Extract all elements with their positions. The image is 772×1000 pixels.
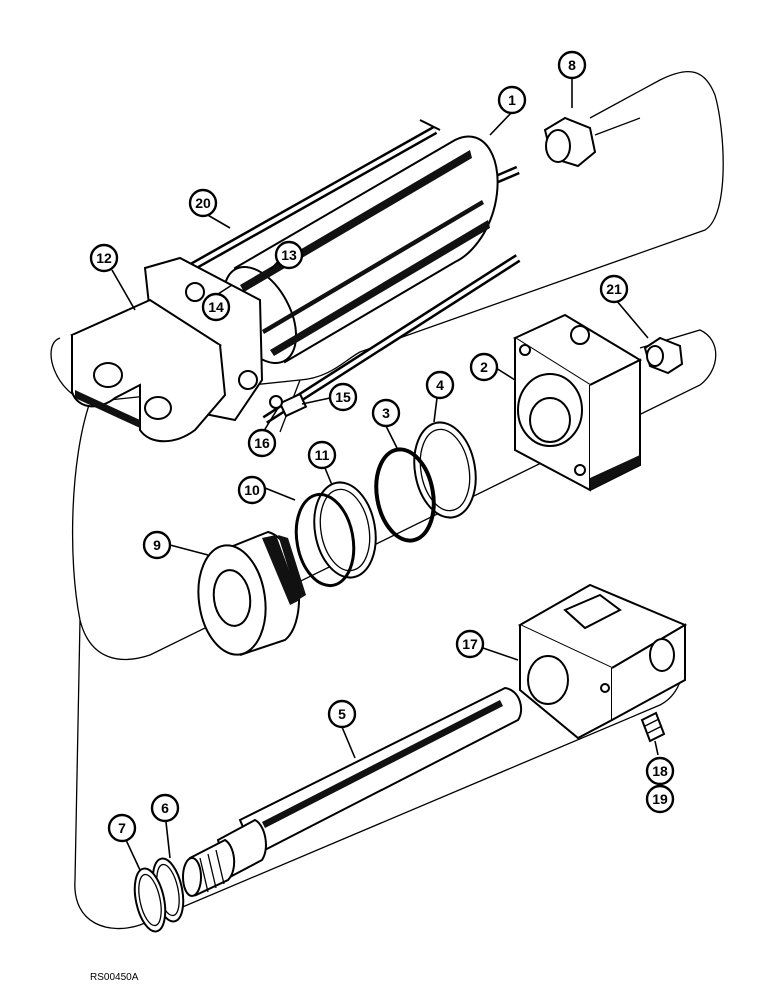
svg-text:20: 20 [195,195,211,211]
callout-5: 5 [327,699,357,729]
callout-14: 14 [201,292,231,322]
callout-7: 7 [107,813,137,843]
svg-text:18: 18 [652,763,668,779]
set-screw-18 [640,711,666,743]
seal-rings [294,421,477,588]
callout-3: 3 [371,398,401,428]
rod-rings [133,857,185,933]
callout-2: 2 [469,352,499,382]
hex-nut-8 [543,116,641,168]
svg-text:19: 19 [652,791,668,807]
callout-6: 6 [150,793,180,823]
svg-text:5: 5 [338,706,346,722]
callout-19: 19 [645,784,675,814]
callout-13: 13 [274,240,304,270]
svg-text:16: 16 [254,435,270,451]
gland-block-2 [512,313,643,492]
svg-text:10: 10 [244,482,260,498]
hex-nut-21 [643,336,684,375]
svg-text:12: 12 [96,250,112,266]
svg-text:9: 9 [153,537,161,553]
svg-text:7: 7 [118,820,126,836]
callout-12: 12 [89,243,119,273]
svg-text:4: 4 [436,377,444,393]
rod-clevis-17 [517,583,688,740]
svg-text:14: 14 [208,299,224,315]
svg-text:2: 2 [480,359,488,375]
svg-text:6: 6 [161,800,169,816]
piston-9 [197,530,306,656]
svg-text:17: 17 [462,636,478,652]
document-reference: RS00450A [90,972,139,983]
cylinder-barrel-assembly [70,119,521,443]
piston-rod-5 [182,686,523,897]
svg-text:13: 13 [281,247,297,263]
callout-20: 20 [188,188,218,218]
callout-4: 4 [425,370,455,400]
callout-16: 16 [247,428,277,458]
callout-18: 18 [645,756,675,786]
callout-11: 11 [307,440,337,470]
svg-text:21: 21 [606,281,622,297]
svg-text:3: 3 [382,405,390,421]
callout-21: 21 [599,274,629,304]
leader-lines [111,78,659,871]
callout-1: 1 [497,85,527,115]
svg-text:8: 8 [568,57,576,73]
callout-10: 10 [237,475,267,505]
svg-text:11: 11 [315,447,330,463]
svg-text:15: 15 [335,389,351,405]
callout-17: 17 [455,629,485,659]
svg-text:1: 1 [508,92,516,108]
callout-15: 15 [328,382,358,412]
callout-9: 9 [142,530,172,560]
callout-8: 8 [557,50,587,80]
